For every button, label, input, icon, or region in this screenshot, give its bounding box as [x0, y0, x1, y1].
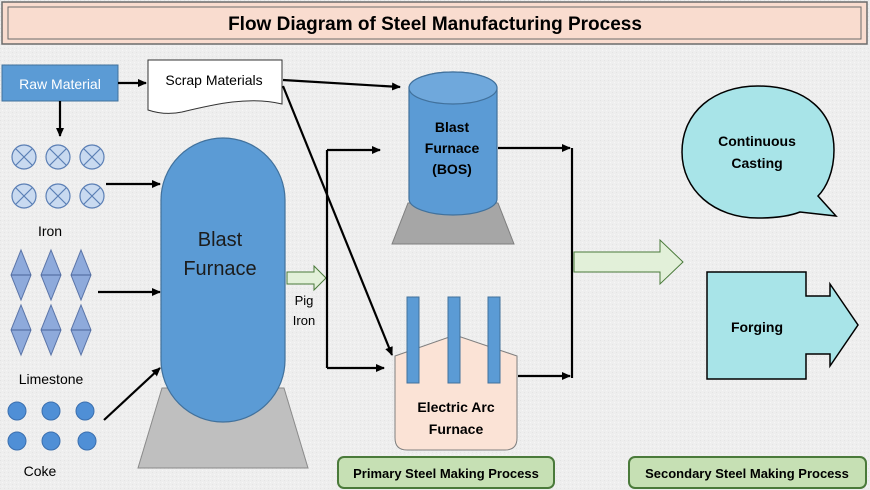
continuous-casting-label-2: Casting: [731, 155, 782, 171]
page-title: Flow Diagram of Steel Manufacturing Proc…: [228, 14, 642, 35]
blast-furnace-label-1: Blast: [198, 229, 243, 251]
diamond-icon: [40, 248, 62, 302]
continuous-casting-label-1: Continuous: [718, 133, 796, 149]
iron-icon-group: [11, 144, 105, 209]
diamond-icon: [70, 248, 92, 302]
blast-furnace-body: [160, 137, 286, 423]
coke-icon-group: [7, 401, 97, 451]
bos-label-1: Blast: [435, 119, 470, 135]
crossed-circle-icon: [11, 144, 37, 170]
eaf-label-2: Furnace: [429, 421, 484, 437]
diamond-icon: [40, 303, 62, 357]
bos-furnace-top: [408, 71, 498, 105]
primary-to-secondary-arrow: [573, 238, 684, 286]
blast-furnace-label-2: Furnace: [183, 258, 256, 280]
electric-arc-furnace: Electric Arc Furnace: [394, 296, 518, 451]
pig-iron-label-1: Pig: [295, 293, 314, 308]
bos-label-3: (BOS): [432, 161, 472, 177]
secondary-process-label-box: Secondary Steel Making Process: [628, 456, 867, 489]
arrow-scrap-to-eaf: [281, 85, 394, 356]
crossed-circle-icon: [79, 144, 105, 170]
primary-process-label-box: Primary Steel Making Process: [337, 456, 555, 489]
dot-icon: [7, 401, 27, 421]
diamond-icon: [70, 303, 92, 357]
forging-shape: Forging: [706, 271, 859, 380]
eaf-electrode: [487, 296, 501, 384]
bos-furnace: Blast Furnace (BOS): [391, 71, 515, 245]
dot-icon: [77, 431, 97, 451]
limestone-label: Limestone: [19, 371, 84, 387]
dot-icon: [75, 401, 95, 421]
coke-label: Coke: [24, 463, 57, 479]
limestone-icon-group: [10, 248, 92, 357]
crossed-circle-icon: [11, 183, 37, 209]
eaf-electrode: [406, 296, 420, 384]
crossed-circle-icon: [45, 144, 71, 170]
pig-iron-arrow: [286, 264, 327, 292]
dot-icon: [41, 401, 61, 421]
primary-process-label: Primary Steel Making Process: [353, 466, 539, 481]
diamond-icon: [10, 248, 32, 302]
crossed-circle-icon: [45, 183, 71, 209]
scrap-materials-shape: Scrap Materials: [147, 59, 283, 114]
crossed-circle-icon: [79, 183, 105, 209]
eaf-body: [394, 334, 518, 451]
continuous-casting-shape: Continuous Casting: [681, 85, 838, 219]
dot-icon: [7, 431, 27, 451]
blast-furnace: Blast Furnace: [137, 137, 309, 469]
scrap-materials-label: Scrap Materials: [165, 72, 262, 88]
title-bar: Flow Diagram of Steel Manufacturing Proc…: [1, 1, 868, 45]
secondary-process-label: Secondary Steel Making Process: [645, 466, 849, 481]
pig-iron-label-2: Iron: [293, 313, 315, 328]
forging-label: Forging: [731, 319, 783, 335]
eaf-label-1: Electric Arc: [417, 399, 495, 415]
eaf-electrode: [447, 296, 461, 384]
bos-label-2: Furnace: [425, 140, 480, 156]
dot-icon: [41, 431, 61, 451]
arrow-scrap-to-bos: [282, 78, 401, 91]
raw-material-label: Raw Material: [19, 76, 101, 92]
diamond-icon: [10, 303, 32, 357]
arrow-coke-to-furnace: [103, 367, 161, 421]
raw-material-box: Raw Material: [1, 64, 119, 102]
iron-label: Iron: [38, 223, 62, 239]
